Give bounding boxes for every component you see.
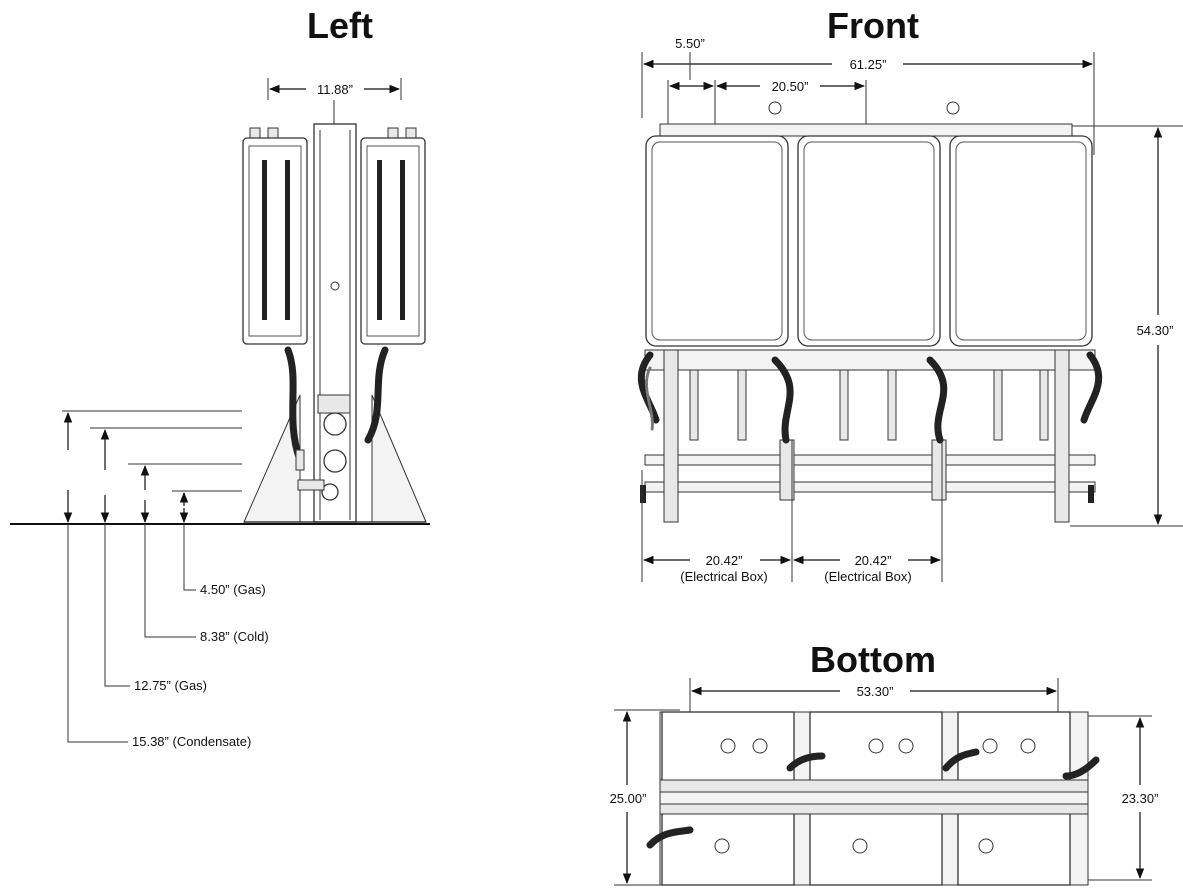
gas-height-high: 12.75” (Gas)	[134, 678, 207, 693]
electrical-box-1-value: 20.42”	[706, 553, 743, 568]
front-top-rail	[659, 123, 1073, 137]
cold-height: 8.38” (Cold)	[200, 629, 269, 644]
overall-width-label: 61.25”	[850, 57, 887, 72]
bottom-view: Bottom 53.30” 25.00” 23.30”	[610, 639, 1159, 886]
left-heater-unit-a	[242, 127, 308, 345]
front-view: Front 61.25” 5.50” 20.50” 54.30”	[637, 5, 1183, 584]
bottom-depth-left-label: 25.00”	[610, 791, 647, 806]
left-heater-unit-b	[360, 127, 426, 345]
front-heater-2	[797, 135, 941, 347]
left-view: Left 11.88”	[10, 5, 430, 749]
bottom-view-title: Bottom	[810, 639, 936, 680]
electrical-box-2-note: (Electrical Box)	[824, 569, 911, 584]
offset-label: 5.50”	[675, 36, 705, 51]
height-label: 54.30”	[1137, 323, 1174, 338]
left-width-label: 11.88”	[317, 82, 353, 97]
front-view-title: Front	[827, 5, 919, 46]
bottom-assembly	[646, 711, 1100, 886]
bottom-depth-left-dimension: 25.00”	[610, 709, 680, 886]
electrical-box-dimensions: 20.42” (Electrical Box) 20.42” (Electric…	[641, 440, 943, 584]
front-piping	[637, 349, 1103, 523]
lifting-eye-b	[946, 101, 960, 115]
electrical-box-1-note: (Electrical Box)	[680, 569, 767, 584]
left-height-dimensions: 4.50” (Gas) 8.38” (Cold) 12.75” (Gas) 15…	[62, 410, 269, 749]
bottom-width-dimension: 53.30”	[689, 678, 1059, 715]
left-width-dimension: 11.88”	[267, 78, 402, 100]
front-width-dimensions: 61.25” 5.50” 20.50”	[641, 36, 1095, 155]
left-center-column	[243, 100, 427, 523]
left-view-title: Left	[307, 5, 373, 46]
condensate-height: 15.38” (Condensate)	[132, 734, 251, 749]
front-heater-1	[645, 135, 789, 347]
front-height-dimension: 54.30”	[1040, 125, 1183, 527]
bottom-width-label: 53.30”	[857, 684, 894, 699]
bottom-depth-right-label: 23.30”	[1122, 791, 1159, 806]
gas-height-low: 4.50” (Gas)	[200, 582, 266, 597]
lifting-eye-a	[768, 101, 782, 115]
electrical-box-2-value: 20.42”	[855, 553, 892, 568]
front-heater-3	[949, 135, 1093, 347]
spacing-label: 20.50”	[772, 79, 809, 94]
